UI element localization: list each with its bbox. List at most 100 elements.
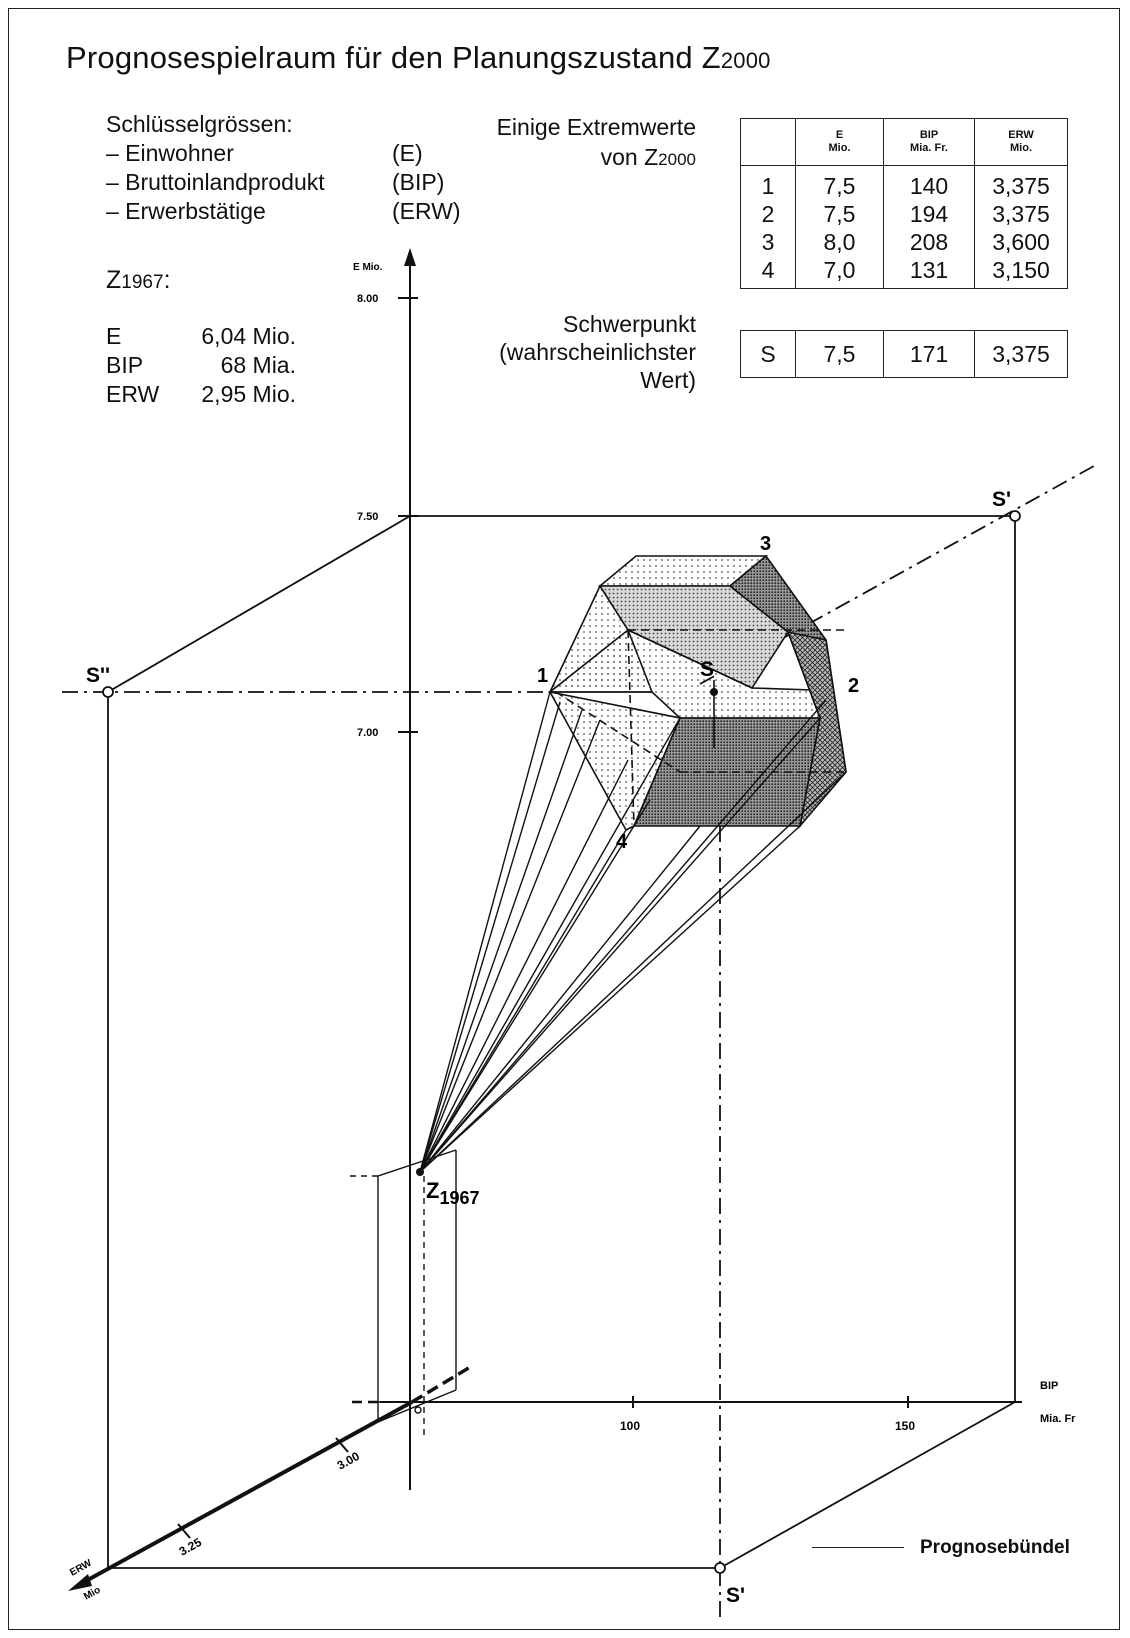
z1967-point	[416, 1168, 424, 1176]
extreme-label-main: von Z	[600, 144, 659, 170]
key-name: – Erwerbstätige	[106, 198, 266, 224]
legend: Prognosebündel	[812, 1537, 1070, 1559]
table-cell: 7,5 7,5 8,0 7,0	[795, 165, 884, 289]
legend-label: Prognosebündel	[920, 1537, 1070, 1558]
z1967-value-row: E 6,04 Mio.	[106, 322, 296, 351]
cell-value: 194	[909, 201, 949, 227]
header-bottom: Mio.	[828, 142, 851, 154]
cell-value: 3,375	[992, 201, 1050, 227]
erw-tick-label: 3.25	[177, 1535, 204, 1559]
forecast-bundle	[419, 691, 847, 1173]
point-1-label: 1	[537, 665, 548, 687]
erw-axis-label: ERW	[68, 1558, 94, 1579]
cell-value: 3,600	[992, 229, 1050, 255]
title-text: Prognosespielraum für den Planungszustan…	[66, 40, 721, 75]
z1967-heading-sub: 1967	[121, 272, 164, 293]
key-abbr: (E)	[392, 140, 423, 166]
s-double-label: S''	[86, 664, 110, 687]
forecast-polyhedron	[547, 554, 847, 832]
table-cell: 3,375 3,375 3,600 3,150	[974, 165, 1068, 289]
key-item: – Einwohner (E)	[106, 139, 423, 168]
key-item: – Bruttoinlandprodukt (BIP)	[106, 168, 444, 197]
bip-axis-unit: Mia. Fr	[1040, 1413, 1076, 1425]
cell-value: 208	[909, 229, 949, 255]
title-subscript: 2000	[720, 48, 771, 73]
key-abbr: (BIP)	[392, 169, 445, 195]
table-header-cell	[740, 118, 796, 166]
cell-value: 131	[909, 257, 949, 283]
key-name: – Bruttoinlandprodukt	[106, 169, 325, 195]
z1967-value: 6,04 Mio.	[201, 323, 296, 349]
s-prime-bottom-marker	[714, 1562, 726, 1574]
extreme-label-line1: Einige Extremwerte	[496, 114, 696, 140]
table-body-row: 1 2 3 4 7,5 7,5 8,0 7,0 140 194 208 131 …	[740, 165, 1068, 289]
key-variables: Schlüsselgrössen: – Einwohner (E) – Brut…	[106, 110, 461, 226]
bip-tick-label: 150	[895, 1419, 915, 1433]
s-double-marker	[102, 686, 114, 698]
z1967-label-sub: 1967	[439, 1188, 479, 1208]
table-row: S 7,5 171 3,375	[740, 330, 1068, 378]
s-prime-bottom-label: S'	[726, 1584, 745, 1607]
extreme-label-line2: von Z2000	[497, 142, 696, 175]
legend-line-sample	[812, 1547, 904, 1549]
bip-axis-label: BIP	[1040, 1380, 1058, 1392]
z1967-value-label: ERW	[106, 381, 160, 407]
e-tick-label: 7.50	[357, 511, 378, 523]
page-title: Prognosespielraum für den Planungszustan…	[66, 40, 771, 76]
schwerpunkt-table: S 7,5 171 3,375	[740, 330, 1068, 378]
table-cell: S	[740, 330, 796, 378]
schwerpunkt-label-line: Schwerpunkt	[563, 311, 696, 337]
s-prime-top-label: S'	[992, 488, 1011, 511]
cell-value: 8,0	[823, 229, 856, 255]
key-item: – Erwerbstätige (ERW)	[106, 197, 461, 226]
z1967-value-label: BIP	[106, 352, 144, 378]
z1967-values: E 6,04 Mio. BIP 68 Mia. ERW 2,95 Mio.	[106, 322, 296, 409]
cell-value: 3	[761, 229, 775, 255]
e-axis-label: E Mio.	[353, 262, 383, 273]
erw-axis	[68, 1364, 473, 1591]
point-2-label: 2	[848, 675, 859, 697]
z1967-value: 68 Mia.	[220, 352, 296, 378]
e-tick-label: 8.00	[357, 293, 378, 305]
erw-tick-label: 3.00	[335, 1449, 362, 1473]
cell-value: 140	[909, 173, 949, 199]
header-bottom: Mio.	[1010, 142, 1032, 154]
schwerpunkt-label: Schwerpunkt (wahrscheinlichster Wert)	[499, 310, 696, 394]
table-cell: 7,5	[795, 330, 884, 378]
header-bottom: Mia. Fr.	[910, 142, 948, 154]
z1967-value-row: BIP 68 Mia.	[106, 351, 296, 380]
z1967-value: 2,95 Mio.	[201, 381, 296, 407]
keys-heading: Schlüsselgrössen:	[106, 111, 293, 137]
extreme-values-label: Einige Extremwerte von Z2000	[497, 112, 696, 175]
extreme-label-sub: 2000	[658, 150, 696, 169]
table-cell: 3,375	[974, 330, 1068, 378]
z1967-value-label: E	[106, 323, 122, 349]
table-cell: 171	[883, 330, 975, 378]
projection-box	[107, 515, 1016, 1569]
table-cell: 1 2 3 4	[740, 165, 796, 289]
z1967-label: Z1967	[426, 1178, 480, 1208]
cell-value: 4	[761, 257, 775, 283]
cell-value: 1	[761, 173, 775, 199]
cell-value: 7,5	[823, 201, 856, 227]
cell-value: 2	[761, 201, 775, 227]
key-abbr: (ERW)	[392, 198, 461, 224]
z1967-box	[350, 1149, 457, 1440]
bip-tick-label: 100	[620, 1419, 640, 1433]
s-label: S	[700, 658, 714, 681]
schwerpunkt-label-line: (wahrscheinlichster	[499, 339, 696, 365]
page-frame	[8, 8, 1120, 1630]
table-cell: 140 194 208 131	[883, 165, 975, 289]
cell-value: 7,0	[823, 257, 856, 283]
point-3-label: 3	[760, 533, 771, 555]
cell-value: 3,150	[992, 257, 1050, 283]
z1967-value-row: ERW 2,95 Mio.	[106, 380, 296, 409]
z1967-heading: Z1967:	[106, 266, 171, 295]
cell-value: 7,5	[823, 173, 856, 199]
s-prime-top-marker	[1009, 510, 1021, 522]
